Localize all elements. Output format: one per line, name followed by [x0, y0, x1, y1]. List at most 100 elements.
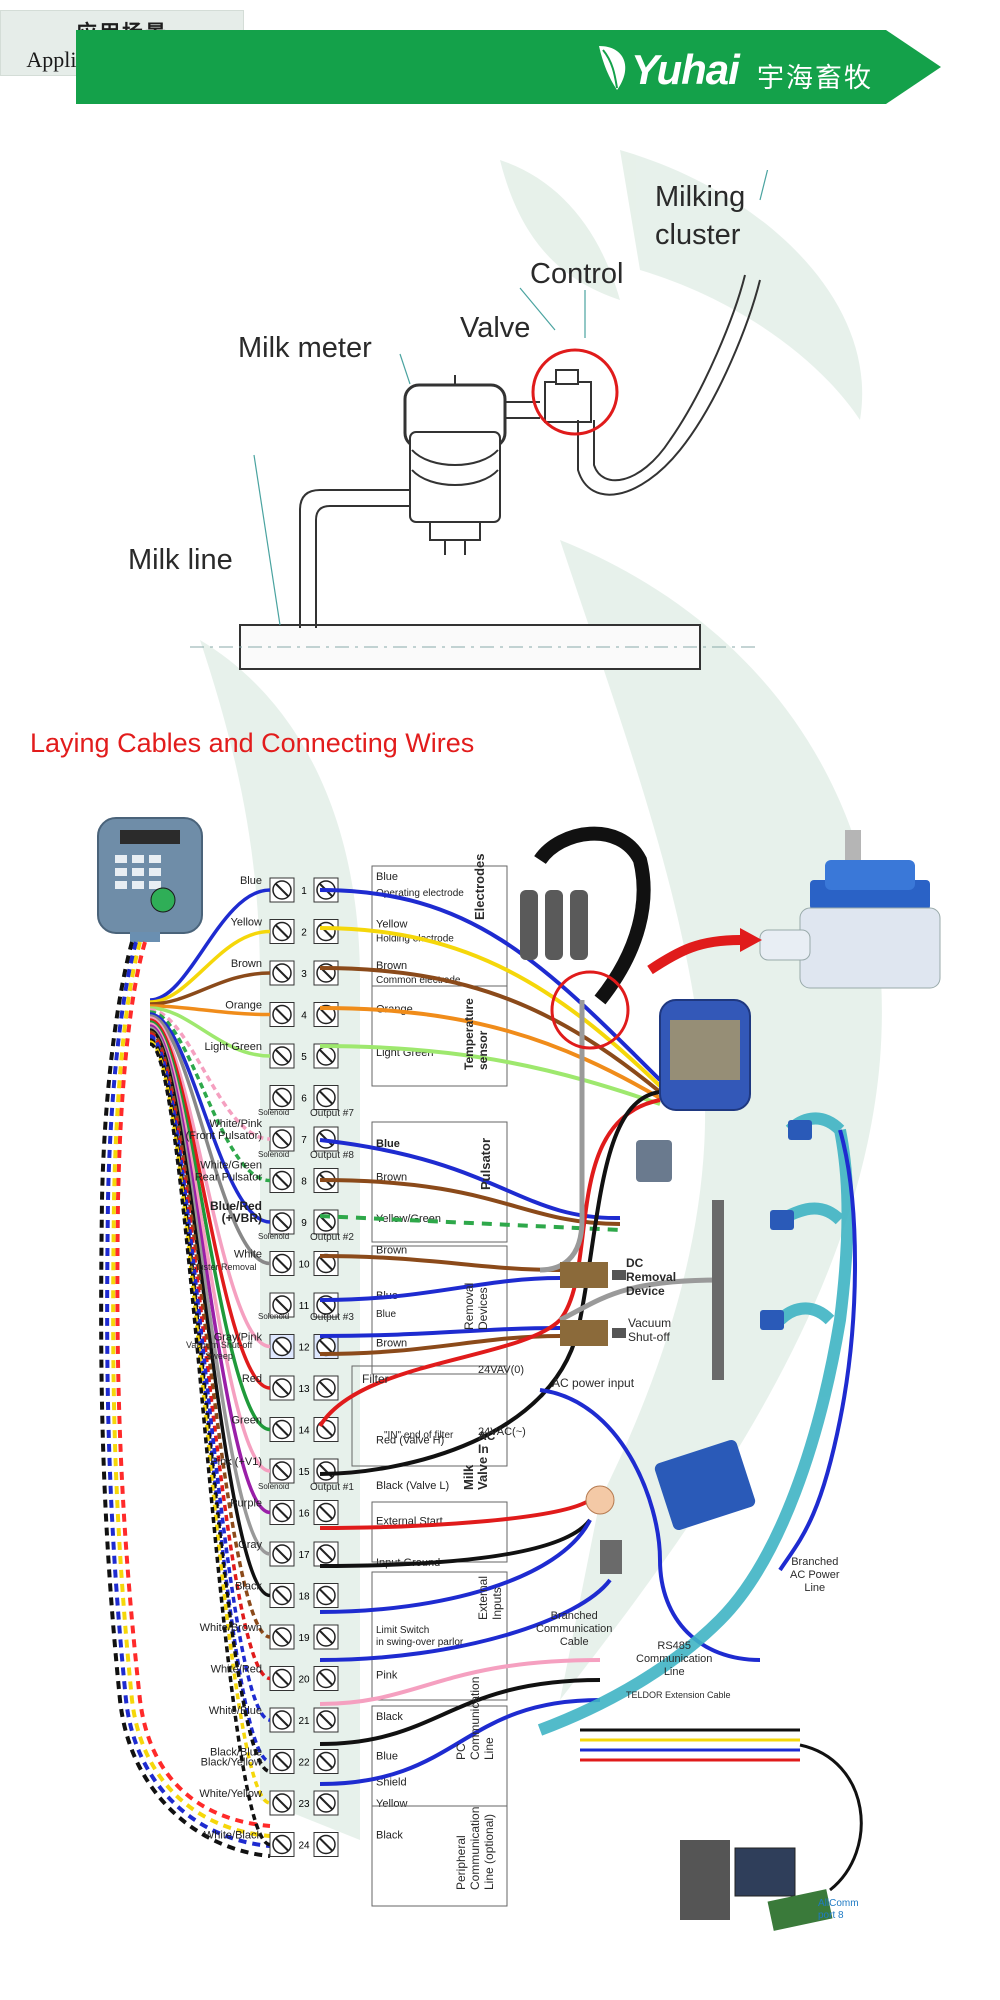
right-label-red_valve: Red (Valve H): [376, 1435, 444, 1447]
label-milk-line: Milk line: [128, 544, 233, 576]
group-label-milk-valve: Milk Valve: [461, 1456, 490, 1490]
terminal-number: 2: [301, 928, 307, 939]
terminal-number: 13: [298, 1384, 310, 1395]
group-label-electrodes: Electrodes: [472, 853, 487, 920]
dc-removal-label: DC Removal Device: [626, 1256, 677, 1298]
controller-device: [97, 817, 203, 942]
wire-7: [149, 1012, 271, 1224]
wire-label: White/Pink: [209, 1118, 262, 1130]
label-milk-meter: Milk meter: [238, 332, 372, 364]
vacuum-sweep-label: Vacuum Shut-off Sweep: [186, 1340, 253, 1361]
terminal-number: 23: [298, 1799, 310, 1810]
wire-label: (Front Pulsator): [186, 1130, 262, 1142]
wire-0: [149, 888, 271, 1002]
right-label-rem_brown2: Brown: [376, 1338, 407, 1350]
teldor-label: TELDOR Extension Cable: [626, 1690, 731, 1700]
terminal-number: 1: [301, 886, 307, 897]
right-label-common: Common electrode: [376, 975, 461, 986]
v24-0-label: 24VAV(0): [478, 1364, 525, 1376]
right-label-blue: Blue: [376, 871, 398, 883]
highlight-arrow: [647, 935, 741, 975]
milk-meter-device: [659, 999, 751, 1111]
wire-label: Gray: [238, 1539, 262, 1551]
milking-cluster-device: [520, 826, 651, 1005]
right-label-black2: Black: [376, 1830, 403, 1842]
terminal-number: 21: [298, 1716, 310, 1727]
right-label-limit_switch: in swing-over parlor: [376, 1637, 464, 1648]
pulsator-cylinder: [712, 1200, 724, 1380]
terminal-12: 12: [269, 1334, 339, 1359]
terminal-number: 4: [301, 1011, 307, 1022]
terminal-17: 17: [269, 1541, 339, 1567]
terminal-19: 19: [269, 1624, 339, 1650]
terminal-number: 17: [298, 1550, 310, 1561]
filter-in-end-label: "IN" end of filter: [384, 1430, 454, 1441]
wire-label: Rear Pulsator: [195, 1172, 263, 1184]
output1-label: Output #1: [310, 1482, 354, 1493]
wire-label: Gray/Pink: [214, 1332, 263, 1344]
terminal-number: 16: [298, 1509, 310, 1520]
solenoid-label-7: Solenoid: [258, 1108, 290, 1117]
ac-power-input-label: AC power input: [552, 1376, 635, 1390]
wire-label: Light Green: [205, 1041, 262, 1053]
wire-label: White: [234, 1249, 262, 1261]
terminal-9: 9: [269, 1209, 339, 1235]
branched-ac-label: Branched AC Power Line: [790, 1556, 840, 1594]
terminal-22: 22: [269, 1749, 339, 1774]
terminal-3: 3: [269, 960, 339, 986]
solenoid-label-1: Solenoid: [258, 1482, 290, 1491]
limit-switch-device: [600, 1540, 622, 1574]
wire-6: [149, 1010, 271, 1183]
terminal-7: 7: [269, 1126, 339, 1152]
wire-22: [149, 1042, 271, 1847]
solenoid-label-3: Solenoid: [258, 1312, 290, 1321]
valve-highlight-circle: [531, 348, 619, 436]
valve-closeup-device: [759, 830, 941, 989]
terminal-number: 7: [301, 1135, 307, 1146]
milk-meter-body: [403, 375, 507, 555]
group-label-ac-in: AC In: [478, 1429, 496, 1456]
terminal-20: 20: [269, 1666, 339, 1691]
brand-logo: Yuhai 宇海畜牧: [595, 32, 895, 104]
wire-17: [149, 1032, 271, 1681]
control-valve: [544, 381, 592, 423]
terminal-21: 21: [269, 1707, 339, 1733]
terminal-number: 18: [298, 1592, 310, 1603]
wire-3: [149, 1004, 271, 1017]
allcom-label: AllComm port 8: [818, 1898, 859, 1921]
terminal-number: 19: [298, 1633, 310, 1644]
wiring-diagram: 123456789101112131415161718192021222324 …: [97, 817, 941, 1931]
wire-label: White/Black: [204, 1830, 263, 1842]
pc-device: [680, 1840, 833, 1931]
terminal-number: 10: [298, 1260, 310, 1271]
terminal-number: 12: [298, 1343, 310, 1354]
solenoid-label-2: Solenoid: [258, 1232, 290, 1241]
v24-n-label: 24VAC(~): [478, 1426, 526, 1438]
group-label-removal: Removal Devices: [462, 1282, 490, 1330]
terminal-number: 5: [301, 1052, 307, 1063]
terminal-number: 14: [298, 1426, 310, 1437]
group-label-pulsator: Pulsator: [478, 1137, 493, 1190]
wire-label: (+VBR): [222, 1211, 262, 1225]
wire-label: White/Yellow: [199, 1788, 262, 1800]
wire-label: Black: [235, 1581, 262, 1593]
wire-label: Yellow: [231, 917, 262, 929]
cluster-removal-label: Cluster Removal: [190, 1262, 257, 1272]
wire-label: Blue/Red: [210, 1199, 262, 1213]
terminal-number: 8: [301, 1177, 307, 1188]
terminal-number: 11: [299, 1301, 310, 1312]
wire-16: [149, 1030, 271, 1639]
filter-label: Filter: [362, 1372, 389, 1386]
terminal-number: 9: [301, 1218, 307, 1229]
right-label-operating: Operating electrode: [376, 888, 464, 899]
output2-label: Output #2: [310, 1232, 354, 1243]
right-label-black: Black: [376, 1711, 403, 1723]
right-label-blue2: Blue: [376, 1751, 398, 1763]
wire-label: Green: [231, 1415, 262, 1427]
wire-label: Blue: [240, 875, 262, 887]
terminal-number: 20: [298, 1675, 310, 1686]
right-label-yellow2: Yellow: [376, 1798, 407, 1810]
branched-comm-label: Branched Communication Cable: [536, 1610, 613, 1648]
dc-removal-device: [560, 1262, 626, 1288]
right-label-limit_switch: Limit Switch: [376, 1625, 429, 1636]
